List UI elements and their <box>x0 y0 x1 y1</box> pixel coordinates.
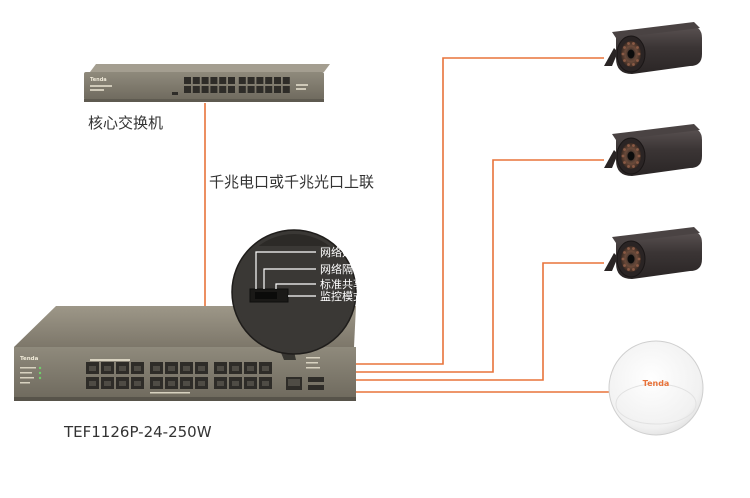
core-switch-port <box>282 86 290 93</box>
cables <box>204 57 612 393</box>
core-switch-port <box>282 77 290 84</box>
core-switch-port <box>210 86 218 93</box>
core-switch-ports <box>184 77 290 93</box>
core-switch-port <box>274 86 281 93</box>
poe-switch-model-label: TEF1126P-24-250W <box>64 423 212 441</box>
core-switch-port <box>201 77 209 84</box>
core-switch-port <box>265 86 273 93</box>
core-switch-port <box>247 86 255 93</box>
ip-camera-icon <box>604 227 702 279</box>
core-switch-brand: Tenda <box>90 77 107 83</box>
core-switch-port <box>228 86 235 93</box>
mode-leader-lines <box>255 251 316 297</box>
core-switch-port <box>274 77 281 84</box>
core-switch-label: 核心交换机 <box>88 114 164 132</box>
ip-cameras <box>604 22 702 279</box>
poe-switch-brand: Tenda <box>20 356 39 362</box>
core-switch-port <box>192 77 200 84</box>
camera-2-cable <box>354 159 604 373</box>
mode-option-label: 网络延长 <box>320 245 364 259</box>
core-switch-port <box>256 77 264 84</box>
core-switch-port <box>219 77 227 84</box>
core-switch-port <box>184 77 191 84</box>
core-switch-port <box>247 77 255 84</box>
dip-switch-icon <box>249 288 289 303</box>
core-switch-port <box>265 77 273 84</box>
mode-option-label: 标准共享 <box>320 277 364 291</box>
ap-brand: Tenda <box>643 379 670 388</box>
core-switch-port <box>210 77 218 84</box>
core-switch-port <box>201 86 209 93</box>
core-switch: Tenda <box>84 64 330 102</box>
core-switch-port <box>184 86 191 93</box>
poe-switch-ports <box>86 362 272 389</box>
ip-camera-icon <box>604 124 702 176</box>
uplink-label: 千兆电口或千兆光口上联 <box>209 173 375 191</box>
core-switch-port <box>219 86 227 93</box>
camera-3-cable <box>354 262 604 381</box>
core-switch-port <box>238 86 246 93</box>
mode-option-label: 监控模式 <box>320 289 364 303</box>
core-switch-port <box>238 77 246 84</box>
core-switch-port <box>228 77 235 84</box>
camera-1-cable <box>354 57 604 365</box>
core-switch-port <box>256 86 264 93</box>
ip-camera-icon <box>604 22 702 74</box>
ceiling-access-point-icon: Tenda <box>608 340 704 436</box>
core-switch-port <box>192 86 200 93</box>
mode-option-label: 网络隔离 <box>320 262 364 276</box>
